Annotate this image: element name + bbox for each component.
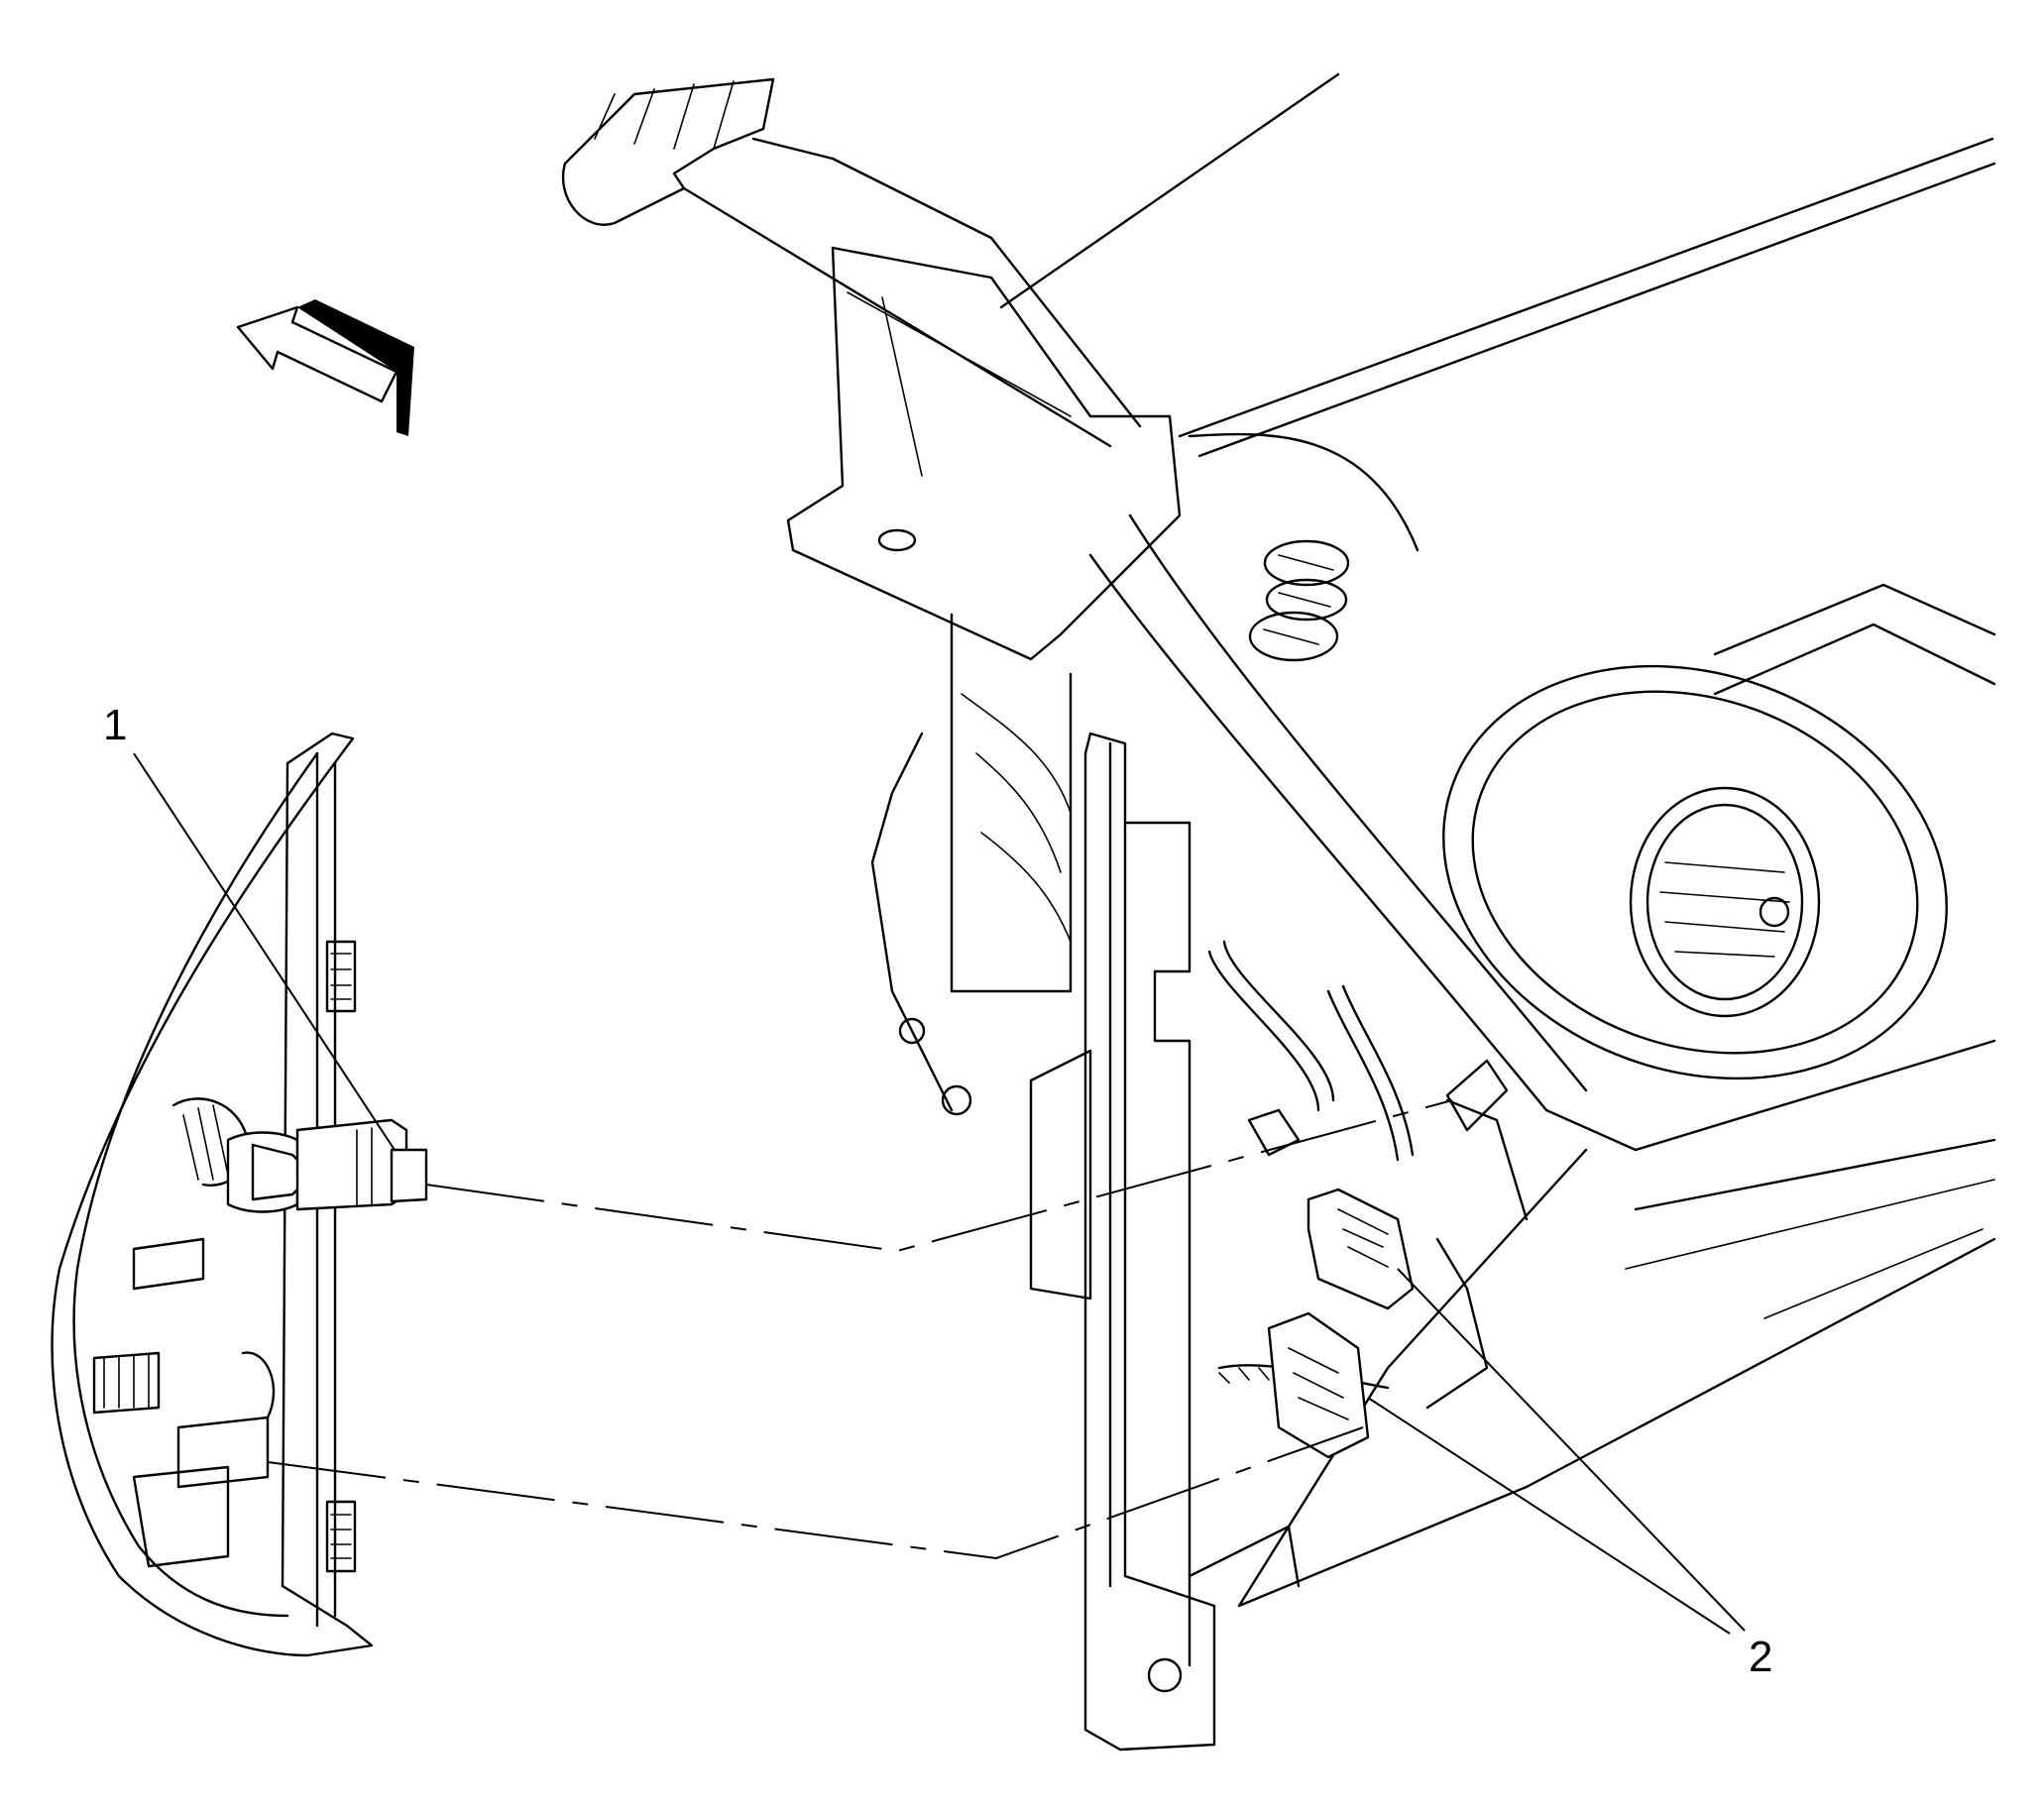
callout-label-2: 2	[1749, 1633, 1773, 1681]
air-outlet-housing	[1442, 583, 1996, 1080]
air-vent-slots	[1248, 539, 1350, 662]
connector-lower	[1267, 1311, 1370, 1459]
connector-upper	[1306, 1188, 1415, 1310]
center-stack-frame	[1029, 732, 1301, 1752]
mounting-bracket	[786, 246, 1182, 1116]
callout-label-1: 1	[103, 701, 128, 749]
dashboard-top-panel	[562, 72, 1996, 552]
callout-1-leader	[133, 752, 396, 1151]
front-direction-arrow-icon	[236, 299, 414, 436]
lower-dash-panel	[1088, 513, 1996, 1608]
switch-component	[171, 1097, 428, 1213]
alignment-line-upper	[425, 1099, 1453, 1253]
alignment-line-lower	[267, 1426, 1364, 1560]
callout-2-leader-a	[1397, 1268, 1746, 1632]
wiring-harness	[1207, 940, 1529, 1410]
callout-2-leader-b	[1367, 1397, 1731, 1635]
